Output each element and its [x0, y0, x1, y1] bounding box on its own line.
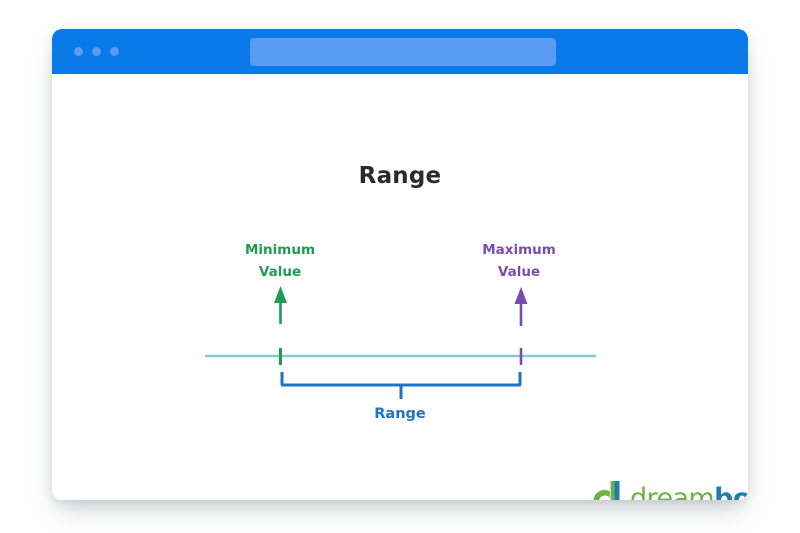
browser-viewport: Range Minimum Value Maximum Value	[52, 74, 748, 500]
window-dot-maximize-icon[interactable]	[110, 47, 119, 56]
maximum-value-label: Maximum Value	[444, 239, 594, 283]
diagram-graphics	[205, 286, 596, 399]
logo-word-dream: dream	[630, 483, 715, 501]
range-diagram: Range Minimum Value Maximum Value	[52, 74, 748, 500]
maximum-value-label-line1: Maximum	[482, 242, 556, 258]
range-bracket	[280, 372, 522, 399]
window-dot-close-icon[interactable]	[74, 47, 83, 56]
dreambox-logo-mark-icon	[593, 481, 620, 500]
dreambox-wordmark: dreambox®	[630, 480, 748, 501]
url-bar[interactable]	[250, 38, 556, 66]
page-title: Range	[358, 163, 442, 189]
minimum-value-label: Minimum Value	[205, 239, 355, 283]
minimum-value-arrow-icon	[274, 286, 287, 324]
minimum-value-label-line2: Value	[258, 264, 302, 280]
minimum-value-label-line1: Minimum	[244, 242, 316, 258]
dreambox-logo: dreambox® By Discovery Education	[592, 476, 748, 500]
logo-word-box: box	[714, 483, 748, 501]
window-dot-minimize-icon[interactable]	[92, 47, 101, 56]
browser-title-bar	[52, 29, 748, 74]
maximum-value-label-line2: Value	[497, 264, 541, 280]
range-bracket-label: Range	[374, 406, 426, 422]
browser-window: Range Minimum Value Maximum Value	[52, 29, 748, 500]
maximum-value-arrow-icon	[514, 287, 528, 326]
window-control-dots	[74, 47, 119, 56]
